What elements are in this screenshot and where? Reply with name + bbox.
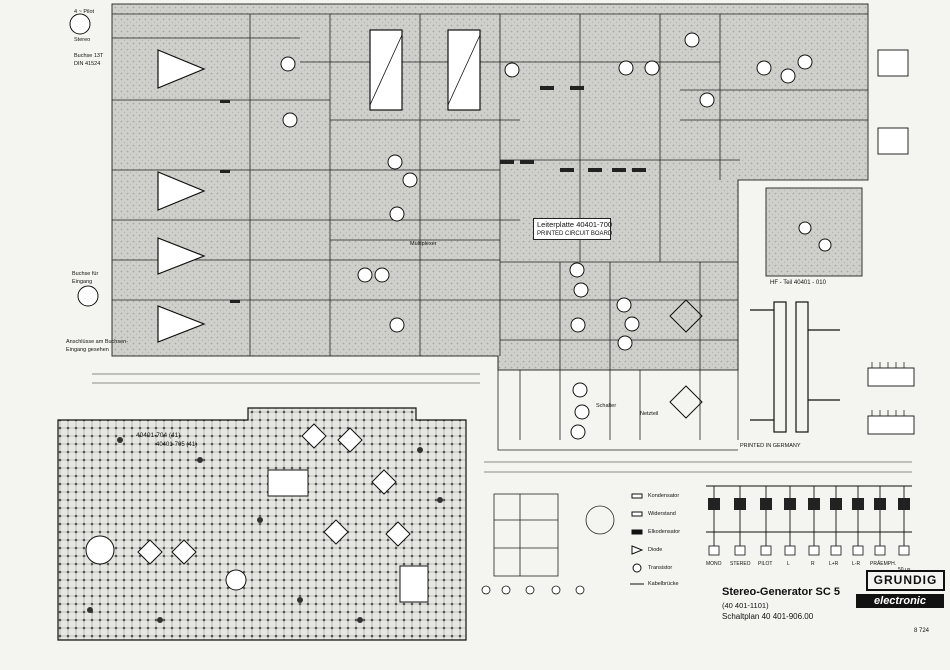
section-label-3: Netzteil	[640, 411, 659, 417]
brand-logo: GRUNDIG	[866, 570, 945, 591]
legend-item-5: Transistor	[648, 565, 673, 571]
connector-note-1: Anschlüsse am Buchsen-	[66, 339, 129, 345]
switch-label-1: MONO	[706, 561, 722, 567]
switch-label-6: L+R	[829, 561, 839, 567]
brand-sub-logo: electronic	[856, 594, 944, 608]
pcb-layout	[57, 407, 467, 641]
document-code: 8 724	[914, 628, 930, 634]
legend-item-1: Kondensator	[648, 493, 680, 499]
switch-label-4: L	[787, 561, 790, 567]
hf-subpanel	[765, 187, 863, 277]
pcb-layout-sublabel: 40401-705 (41)	[156, 442, 198, 448]
connector-label-3: Buchse 13T	[74, 53, 104, 59]
diagram-title: Stereo-Generator SC 5	[722, 586, 840, 598]
connector-note-2: Eingang gesehen	[66, 347, 109, 353]
pcb-label-en: PRINTED CIRCUIT BOARD	[537, 231, 613, 237]
input-label-2: Eingang	[72, 279, 93, 285]
connector-label-4: DIN 41524	[74, 61, 101, 67]
pcb-layout-label: 40401-704 (41)	[136, 432, 181, 439]
legend-item-3: Elkodensator	[648, 529, 681, 535]
part-number: (40 401-1101)	[722, 601, 769, 610]
input-label-1: Buchse für	[72, 271, 99, 277]
section-label-1: Multiplexer	[410, 241, 437, 247]
switch-label-3: PILOT	[758, 561, 773, 567]
pcb-label-box: Leiterplatte 40401-700 PRINTED CIRCUIT B…	[533, 218, 613, 240]
legend-item-4: Diode	[648, 547, 663, 553]
switch-label-8: PRÄEMPH.	[870, 561, 897, 567]
schematic-shaded-area	[111, 3, 869, 371]
connector-label-1: 4 ~ Pilot	[74, 9, 95, 15]
switch-label-2: STEREO	[730, 561, 751, 567]
connector-label-2: Stereo	[74, 37, 91, 43]
printed-label: PRINTED IN GERMANY	[740, 443, 801, 449]
schematic-number: Schaltplan 40 401-906.00	[722, 612, 814, 621]
section-label-2: Schalter	[596, 403, 617, 409]
hf-label: HF - Teil 40401 - 010	[770, 280, 826, 286]
legend-item-2: Widerstand	[648, 511, 676, 517]
pcb-label: Leiterplatte 40401-700	[537, 220, 613, 229]
legend-item-6: Kabelbrücke	[648, 581, 679, 587]
switch-label-7: L-R	[852, 561, 861, 567]
switch-label-5: R	[811, 561, 815, 567]
